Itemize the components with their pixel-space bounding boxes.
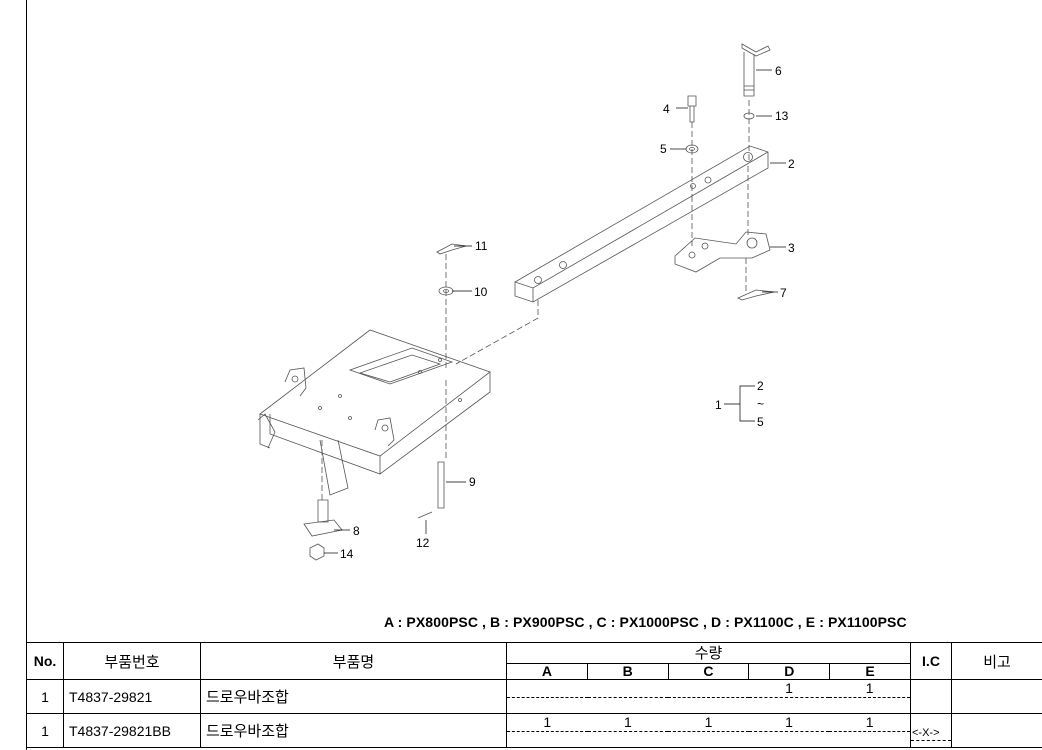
row-qty-c xyxy=(668,681,749,698)
callout-8: 8 xyxy=(353,524,360,538)
frame-bracket xyxy=(257,329,491,496)
header-ic: I.C xyxy=(910,642,952,680)
row-ic: <-X-> xyxy=(910,713,952,748)
row-no: 1 xyxy=(26,679,64,714)
header-qty-e: E xyxy=(829,664,910,679)
header-quantity-label: 수량 xyxy=(694,644,723,662)
header-qty-b: B xyxy=(586,664,668,679)
row-qty-b: 1 xyxy=(587,715,669,732)
row-qty-e: 1 xyxy=(829,681,910,698)
callout-6: 6 xyxy=(775,64,782,78)
header-part-number: 부품번호 xyxy=(63,642,201,680)
callout-4: 4 xyxy=(663,102,670,116)
row-qty-a: 1 xyxy=(507,715,588,732)
table-header-row: No. 부품번호 부품명 수량 A B C D E I.C 비고 xyxy=(26,642,1042,680)
row-qty-d: 1 xyxy=(748,715,830,732)
clips-washers xyxy=(436,243,775,301)
row-remarks xyxy=(951,679,1042,714)
callout-1: 1 xyxy=(715,398,722,412)
model-legend: A : PX800PSC , B : PX900PSC , C : PX1000… xyxy=(384,614,907,630)
row-part-name: 드로우바조합 xyxy=(200,713,507,748)
callout-2: 2 xyxy=(788,157,795,171)
row-qty-d: 1 xyxy=(748,681,830,698)
drawbar-plate xyxy=(674,231,771,273)
callout-5: 5 xyxy=(660,142,667,156)
header-remarks: 비고 xyxy=(951,642,1042,680)
header-qty-a: A xyxy=(541,663,552,679)
row-part-name: 드로우바조합 xyxy=(200,679,507,714)
callout-7: 7 xyxy=(780,286,787,300)
callout-9: 9 xyxy=(469,475,476,489)
hardware xyxy=(685,95,755,154)
row-quantities: 1 1 1 1 1 xyxy=(506,713,911,748)
row-qty-a xyxy=(507,681,588,698)
drawbar-pin xyxy=(741,43,771,97)
header-quantity: 수량 A B C D E xyxy=(506,642,911,680)
callout-range-5: 5 xyxy=(757,415,764,429)
row-part-number: T4837-29821 xyxy=(63,679,201,714)
table-row: 1 T4837-29821BB 드로우바조합 1 1 1 1 1 <-X-> xyxy=(26,713,1042,748)
row-no: 1 xyxy=(26,713,64,748)
callout-range-tilde: ~ xyxy=(757,397,764,411)
row-qty-c: 1 xyxy=(668,715,749,732)
callout-13: 13 xyxy=(775,109,789,123)
callout-labels: 6 4 13 5 2 11 3 10 7 2 1 ~ 5 9 8 12 14 xyxy=(340,64,795,561)
drawing-sheet xyxy=(26,0,1042,750)
row-qty-e: 1 xyxy=(829,715,910,732)
quantity-subheader: A B C D E xyxy=(507,663,910,679)
callout-11: 11 xyxy=(475,239,488,253)
callout-3: 3 xyxy=(788,241,795,255)
callout-10: 10 xyxy=(474,285,488,299)
drawbar xyxy=(514,145,769,303)
row-remarks xyxy=(951,713,1042,748)
row-part-number: T4837-29821BB xyxy=(63,713,201,748)
table-row: 1 T4837-29821 드로우바조합 1 1 xyxy=(26,679,1042,714)
callout-12: 12 xyxy=(416,536,430,550)
row-ic xyxy=(910,679,952,714)
callout-range-2: 2 xyxy=(757,379,764,393)
parts-table: No. 부품번호 부품명 수량 A B C D E I.C 비고 1 T4837… xyxy=(26,642,1042,748)
header-qty-c: C xyxy=(667,664,749,679)
header-part-name: 부품명 xyxy=(200,642,507,680)
exploded-parts-diagram: 6 4 13 5 2 11 3 10 7 2 1 ~ 5 9 8 12 14 xyxy=(257,43,795,561)
row-qty-b xyxy=(587,681,669,698)
callout-14: 14 xyxy=(340,547,354,561)
header-no: No. xyxy=(26,642,64,680)
header-qty-d: D xyxy=(748,664,829,679)
row-ic-value: <-X-> xyxy=(911,726,951,741)
row-quantities: 1 1 xyxy=(506,679,911,714)
leader-lines xyxy=(324,69,786,554)
assembly-lines xyxy=(321,100,750,500)
